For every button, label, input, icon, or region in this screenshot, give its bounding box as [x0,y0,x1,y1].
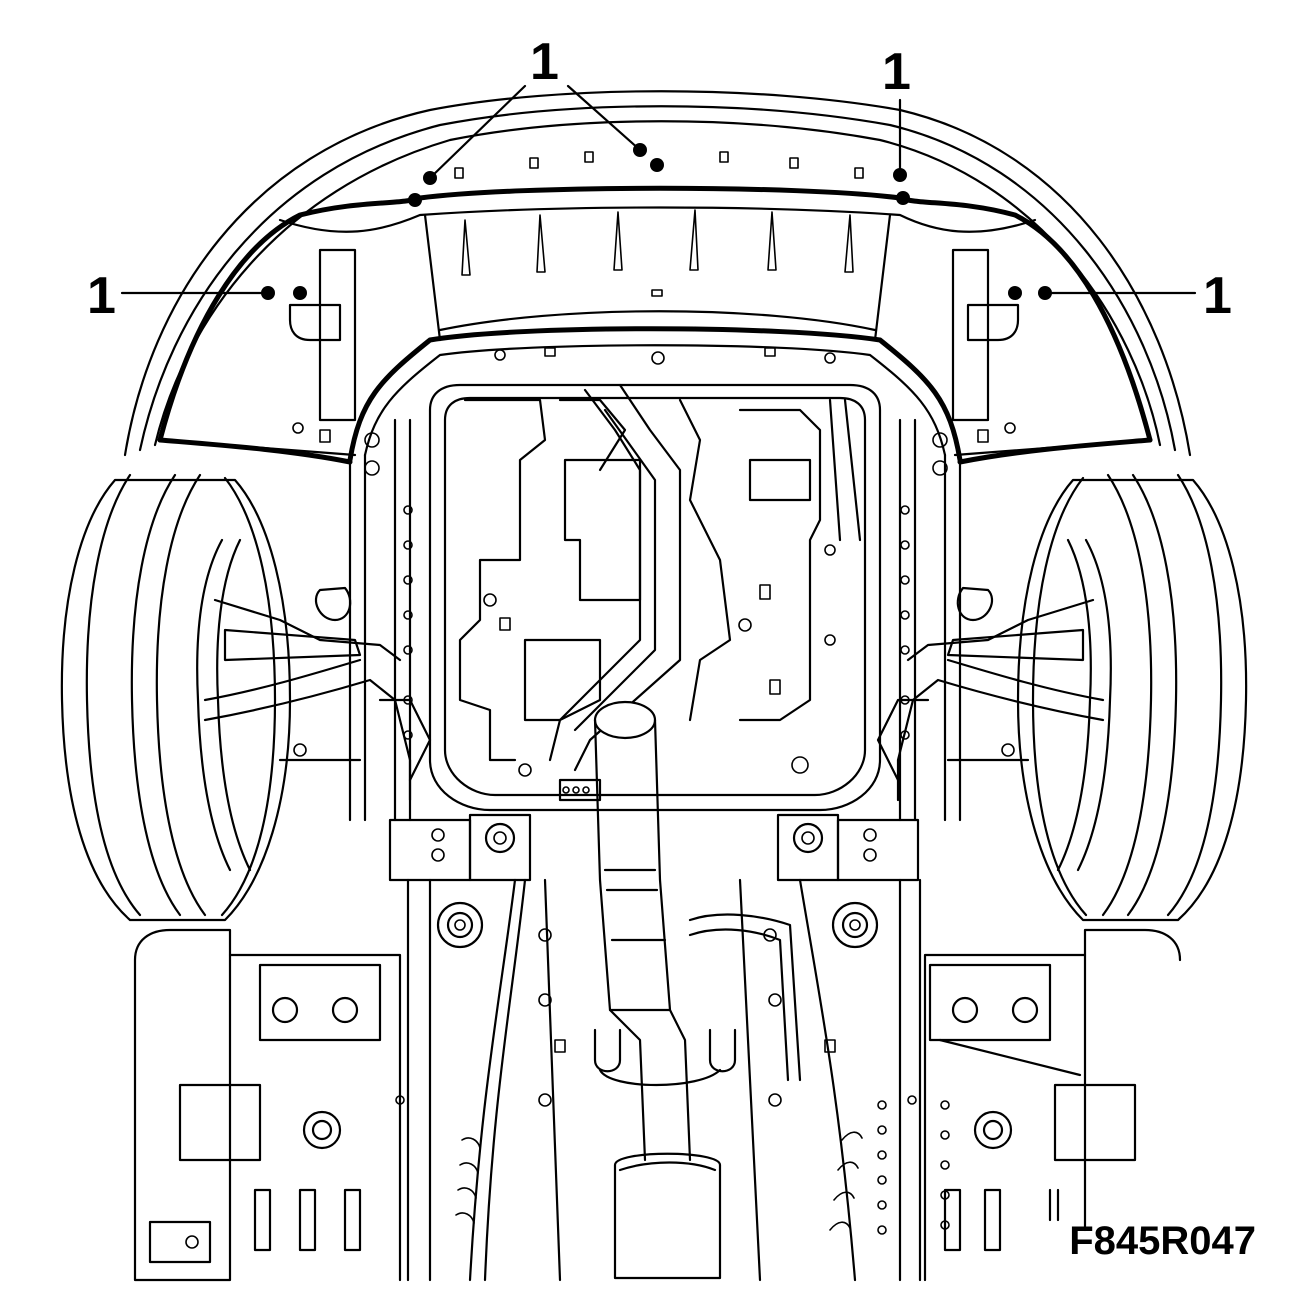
fastener-dot [650,158,664,172]
floor-pan [395,878,950,1282]
right-wheel [1016,473,1248,922]
left-splash-shield [288,248,357,443]
fastener-dot [261,286,275,300]
bumper-vent-slots [423,209,892,342]
left-tow-mount [388,813,532,949]
right-suspension [876,586,1105,802]
exhaust-downpipe [548,383,682,772]
right-tow-mount [776,813,920,949]
engine-bay-components [458,398,862,802]
bumper-clip-tabs [454,151,864,179]
fastener-dot [633,143,647,157]
figure-code: F845R047 [1069,1219,1256,1263]
fastener-dot [1038,286,1052,300]
callout-label-top-left: 1 [530,33,559,91]
right-rocker-panel [923,928,1182,1282]
callout-label-top-right: 1 [882,43,911,101]
right-splash-shield [951,248,1020,443]
front-bumper [123,90,1192,465]
callout-label-side-left: 1 [87,267,116,325]
callout-leaders [120,84,1197,300]
fastener-dot [423,171,437,185]
left-suspension [203,586,432,802]
callout-label-side-right: 1 [1203,267,1232,325]
fastener-dot [293,286,307,300]
exhaust-pipe [593,700,802,1280]
fastener-dot [1008,286,1022,300]
fastener-dot [896,191,910,205]
left-rocker-panel [133,928,402,1282]
fastener-dot [408,193,422,207]
fastener-dot [893,168,907,182]
left-wheel [60,473,292,922]
